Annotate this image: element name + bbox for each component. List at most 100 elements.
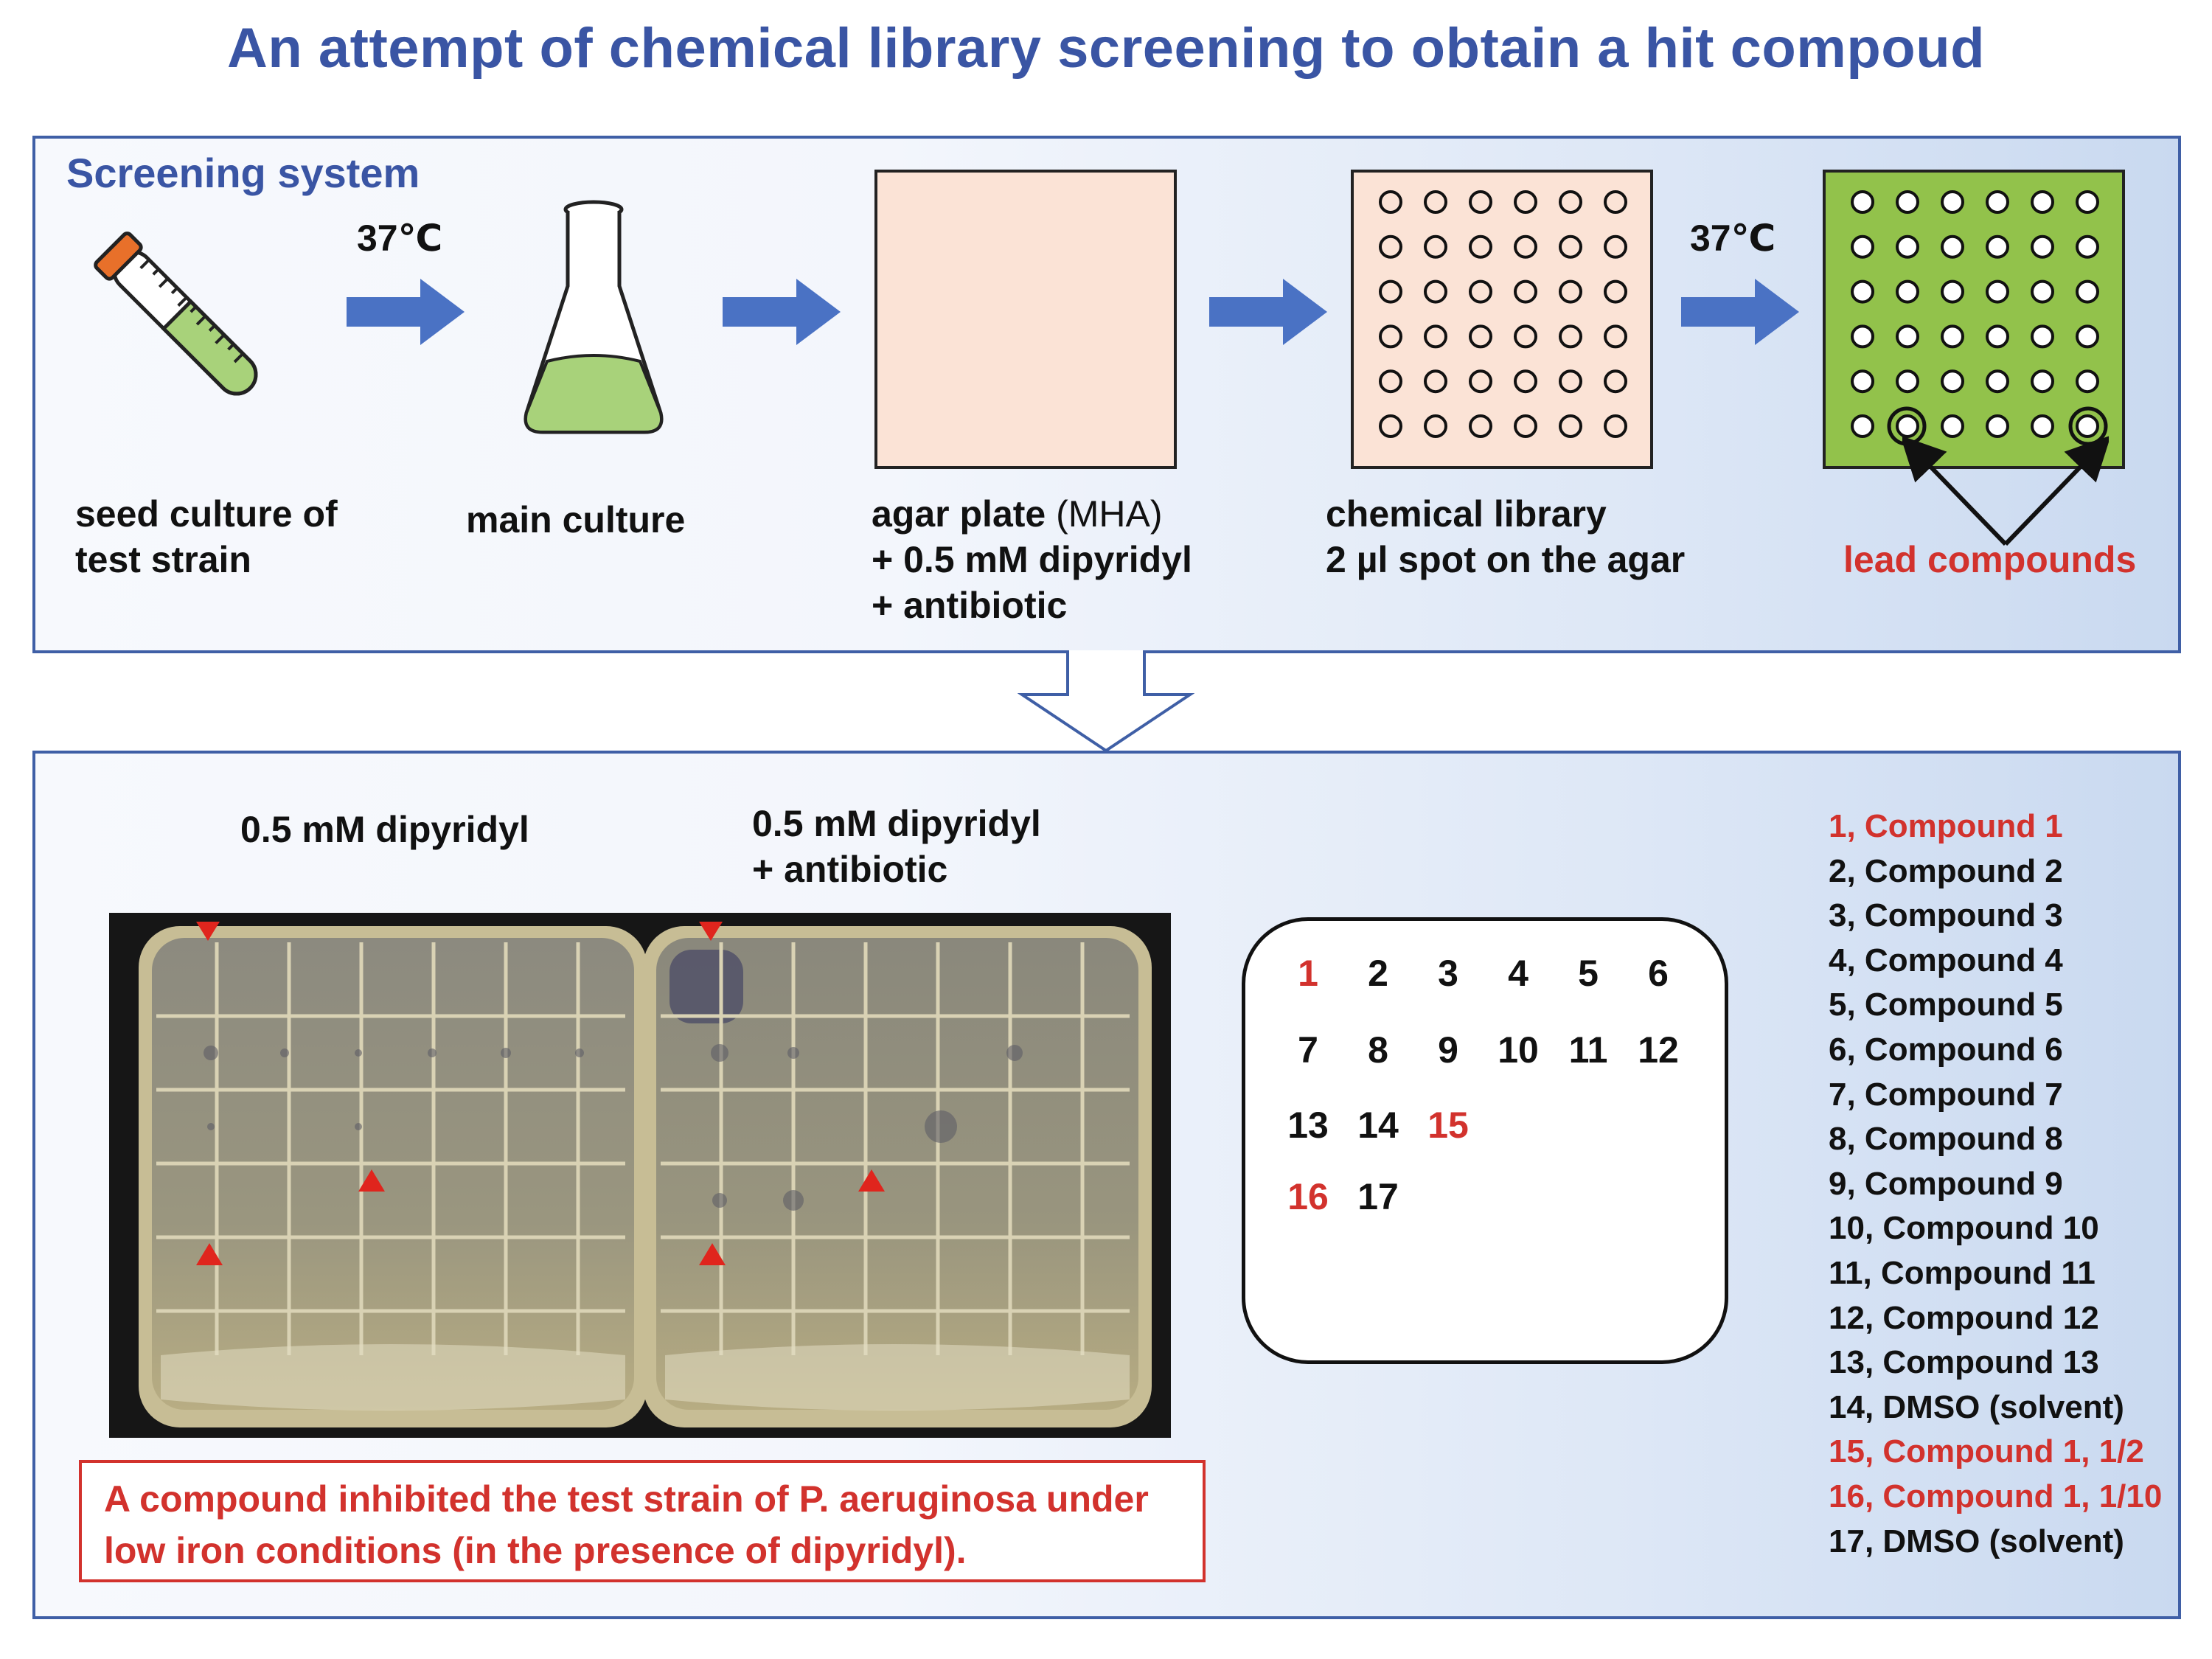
spot <box>1851 414 1874 438</box>
spot <box>1851 369 1874 394</box>
spot <box>1941 414 1964 438</box>
spot <box>1514 234 1537 259</box>
spot <box>1986 324 2009 349</box>
legend-item: 2, Compound 2 <box>1829 852 2063 889</box>
spot <box>1379 369 1402 394</box>
legend-item: 14, DMSO (solvent) <box>1829 1388 2124 1425</box>
conclusion-caption: A compound inhibited the test strain of … <box>79 1460 1206 1582</box>
spot <box>1469 190 1492 214</box>
legend-item: 1, Compound 1 <box>1829 808 2063 844</box>
spot-number: 5 <box>1578 953 1599 994</box>
legend-item: 5, Compound 5 <box>1829 987 2063 1023</box>
spot-number: 4 <box>1508 953 1528 994</box>
spot <box>1896 414 1919 438</box>
spot <box>2031 190 2054 214</box>
spot <box>1896 324 1919 349</box>
spot <box>2031 234 2054 259</box>
spot <box>1559 279 1582 304</box>
spot <box>1379 279 1402 304</box>
spot <box>1559 414 1582 438</box>
spot <box>1559 190 1582 214</box>
plate-photo <box>109 913 1171 1438</box>
spot <box>1896 234 1919 259</box>
spot <box>2076 234 2099 259</box>
arrow-icon <box>347 279 465 345</box>
spot <box>2076 190 2099 214</box>
legend-item: 13, Compound 13 <box>1829 1344 2099 1381</box>
spot-grid <box>1851 190 2108 446</box>
spot <box>1559 369 1582 394</box>
legend-item: 9, Compound 9 <box>1829 1165 2063 1202</box>
spot-number: 9 <box>1438 1029 1458 1071</box>
flask-icon <box>524 200 664 434</box>
spot <box>1379 324 1402 349</box>
spot-number: 14 <box>1357 1105 1399 1146</box>
spot <box>1986 234 2009 259</box>
spot <box>1986 414 2009 438</box>
spot <box>1851 279 1874 304</box>
spot-number: 10 <box>1498 1029 1539 1071</box>
spot <box>2076 324 2099 349</box>
spot <box>1469 234 1492 259</box>
seed-culture-label: seed culture of test strain <box>75 493 338 580</box>
legend-item: 3, Compound 3 <box>1829 897 2063 934</box>
spot <box>1851 324 1874 349</box>
spot <box>1896 279 1919 304</box>
spot-number: 7 <box>1298 1029 1318 1071</box>
spot-number: 17 <box>1357 1176 1399 1217</box>
spot <box>1941 324 1964 349</box>
pointer-arrows <box>1902 435 2109 546</box>
spot <box>1514 190 1537 214</box>
marker-triangle <box>196 1243 223 1265</box>
legend-item: 8, Compound 8 <box>1829 1121 2063 1158</box>
spot-number: 1 <box>1298 953 1318 994</box>
spot <box>1941 279 1964 304</box>
spot <box>1469 369 1492 394</box>
spot <box>1424 369 1447 394</box>
spot <box>2076 414 2099 438</box>
legend-item: 10, Compound 10 <box>1829 1210 2099 1247</box>
spot <box>2031 369 2054 394</box>
temperature-label: 37℃ <box>1690 218 1776 259</box>
agar-plate <box>874 170 1177 469</box>
spot <box>1896 190 1919 214</box>
marker-triangle <box>699 1243 726 1265</box>
library-plate <box>1351 170 1653 469</box>
spot <box>1559 324 1582 349</box>
chemical-library-label: chemical library 2 µl spot on the agar <box>1326 493 1686 580</box>
marker-triangle <box>196 922 220 941</box>
section-label: Screening system <box>66 150 420 196</box>
spot <box>1986 190 2009 214</box>
figure-title: An attempt of chemical library screening… <box>226 17 1986 80</box>
spot-number: 11 <box>1568 1029 1608 1071</box>
spot <box>1941 234 1964 259</box>
spot <box>1559 234 1582 259</box>
spot <box>1604 324 1627 349</box>
spot <box>1514 279 1537 304</box>
legend-item: 7, Compound 7 <box>1829 1076 2063 1113</box>
result-plate <box>1823 170 2125 469</box>
spot-number: 2 <box>1368 953 1388 994</box>
spot <box>1379 190 1402 214</box>
spot-grid <box>1379 190 1627 438</box>
legend-item: 12, Compound 12 <box>1829 1299 2099 1336</box>
spot <box>1424 279 1447 304</box>
spot <box>1604 414 1627 438</box>
spot <box>1424 324 1447 349</box>
agar-plate-label: agar plate (MHA) + 0.5 mM dipyridyl + an… <box>872 493 1192 626</box>
spot <box>2031 279 2054 304</box>
legend-item: 6, Compound 6 <box>1829 1032 2063 1068</box>
spot <box>1514 324 1537 349</box>
arrow-icon <box>723 279 841 345</box>
spot-number: 6 <box>1648 953 1669 994</box>
spot <box>1604 279 1627 304</box>
spot-number: 16 <box>1287 1176 1329 1217</box>
spot <box>1514 414 1537 438</box>
legend-item: 15, Compound 1, 1/2 <box>1829 1433 2144 1470</box>
spot-number: 8 <box>1368 1029 1388 1071</box>
spot <box>2031 414 2054 438</box>
marker-triangle <box>358 1169 385 1192</box>
main-culture-label: main culture <box>466 499 686 540</box>
spot <box>1514 369 1537 394</box>
